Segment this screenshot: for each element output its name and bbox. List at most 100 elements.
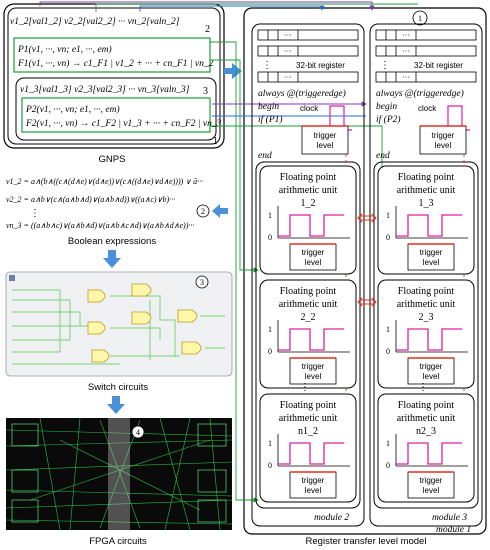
fp-unit-level-one: 1 [386,439,390,448]
fpga-number: 4 [136,428,140,437]
rtl-label: Register transfer level model [306,536,427,547]
rtl-outer-frame [243,7,487,535]
m2-trigger-top: trigger [314,131,337,140]
module-2-label: module 2 [314,513,349,523]
module-3-units-frame [373,161,479,509]
module-2-units-frame [255,161,361,509]
m2-clock: clock [300,104,319,113]
m2-reg-ellipsis-3: ··· [284,73,292,82]
fp-unit-waveform [396,442,462,465]
bool-dots: ⋮ [30,208,40,219]
m3-reg-ellipsis-1: ··· [402,31,410,40]
m3-trigger-top: trigger [432,131,455,140]
gnps-block: v1_2[val1_2] v2_2[val2_2] ··· vn_2[valn_… [3,3,225,149]
m2-begin: begin [258,102,279,112]
arrow-down-2 [107,396,125,414]
fp-unit-title-line1: Floating point [398,172,455,183]
module-3-header: ··· ··· ··· ⋮ 32-bit register always @(t… [375,29,477,161]
m2-reg-ellipsis-1: ··· [284,31,292,40]
module-2-header: ··· ··· ··· ⋮ 32-bit register always @(t… [257,29,359,161]
gnps-number: 2 [205,24,210,35]
gnps-label: GNPS [99,154,126,165]
fp-unit-level-one: 1 [268,325,272,334]
fp-unit-waveform [396,328,462,351]
m3-level-top: level [435,141,452,150]
fp-unit-trigger: trigger [302,476,325,485]
fp-unit-level: level [305,486,322,495]
inter-module-arrows [357,213,377,307]
fp-unit-id: 1_3 [419,198,434,209]
fp-unit-id: 1_2 [301,198,316,209]
fp-unit-trigger: trigger [302,248,325,257]
m2-units-dots: ⋮ [300,382,310,393]
fp-unit-title-line1: Floating point [398,400,455,411]
fp-unit-trigger: trigger [420,362,443,371]
boolean-label: Boolean expressions [68,236,156,247]
fp-unit-waveform [278,328,344,351]
m2-reg-ellipsis-2: ··· [284,47,292,56]
fp-unit-level-zero: 0 [268,233,272,242]
bool-number: 2 [201,207,205,216]
switch-number: 3 [200,278,204,287]
arrow-gnps-rtl [224,63,242,79]
m2-always: always @(triggeredge) [258,88,346,99]
bool-eq1: v1_2 = a∧(b∧((c∧(d∧e)∨(d∧e))∨(c∧((d∧e)∨d… [6,177,203,186]
module-2-frame [251,23,365,527]
fp-unit-waveform [278,214,344,237]
m3-units-dots: ⋮ [418,382,428,393]
fp-unit-title-line2: arithmetic unit [279,299,338,310]
fp-unit-level-zero: 0 [268,347,272,356]
m3-if: if (P2) [376,114,401,125]
fpga-label: FPGA circuits [89,536,147,547]
gnps-f1: F1(v1, ···, vn) → c1_F1 | v1_2 + ··· + c… [17,58,214,69]
fp-unit-waveform [396,214,462,237]
fp-unit-id: n2_3 [416,426,436,437]
arrow-down-1 [103,250,121,268]
fp-unit-trigger: trigger [420,476,443,485]
gnps-p1: P1(v1, ···, vn; e1, ···, em) [17,44,112,55]
fp-unit-id: 2_3 [419,312,434,323]
gnps-number-inner: 3 [203,86,208,97]
fp-unit-level: level [423,372,440,381]
fp-unit-title-line2: arithmetic unit [279,185,338,196]
fp-unit-level-zero: 0 [386,461,390,470]
fp-unit-level-one: 1 [268,211,272,220]
fp-unit-title-line1: Floating point [398,286,455,297]
fp-unit-level: level [423,258,440,267]
gnps-p2: P2(v1, ···, vn; e1, ···, em) [25,104,120,115]
m3-clock: clock [418,104,437,113]
fp-unit-waveform [278,442,344,465]
fp-unit-level-one: 1 [268,439,272,448]
fp-unit-level-zero: 0 [386,347,390,356]
m2-reg-dots: ⋮ [262,60,272,71]
fp-unit-id: 2_2 [301,312,316,323]
fp-unit-title-line2: arithmetic unit [279,413,338,424]
gnps-number-outer: 1 [213,136,218,147]
m3-begin: begin [376,102,397,112]
rtl-number: 1 [418,14,422,23]
m3-register-label: 32-bit register [414,61,463,70]
m3-always: always @(triggeredge) [376,88,464,99]
module-3-frame [369,23,483,527]
units-layer: Floating point arithmetic unit 1_2 1 0 trigge… [259,165,475,503]
fp-unit-id: n1_2 [298,426,318,437]
bool-eq2: v2_2 = a∧b∨(c∧(a∧b∧d)∨(a∧b∧d))∨((a∧c)∨b)… [6,195,175,204]
m2-level-top: level [317,141,334,150]
gnps-row1: v1_2[val1_2] v2_2[val2_2] ··· vn_2[valn_… [10,17,180,27]
module-3-label: module 3 [432,513,467,523]
m2-if: if (P1) [258,114,283,125]
fp-unit-level-one: 1 [386,211,390,220]
fpga-circuit-image: 4 [5,417,233,531]
fp-unit-trigger: trigger [420,248,443,257]
gnps-f2: F2(v1, ···, vn) → c1_F2 | v1_3 + ··· + c… [25,118,222,129]
m3-reg-ellipsis-2: ··· [402,47,410,56]
module-1-label: module 1 [436,525,471,535]
m3-end: end [376,151,390,161]
